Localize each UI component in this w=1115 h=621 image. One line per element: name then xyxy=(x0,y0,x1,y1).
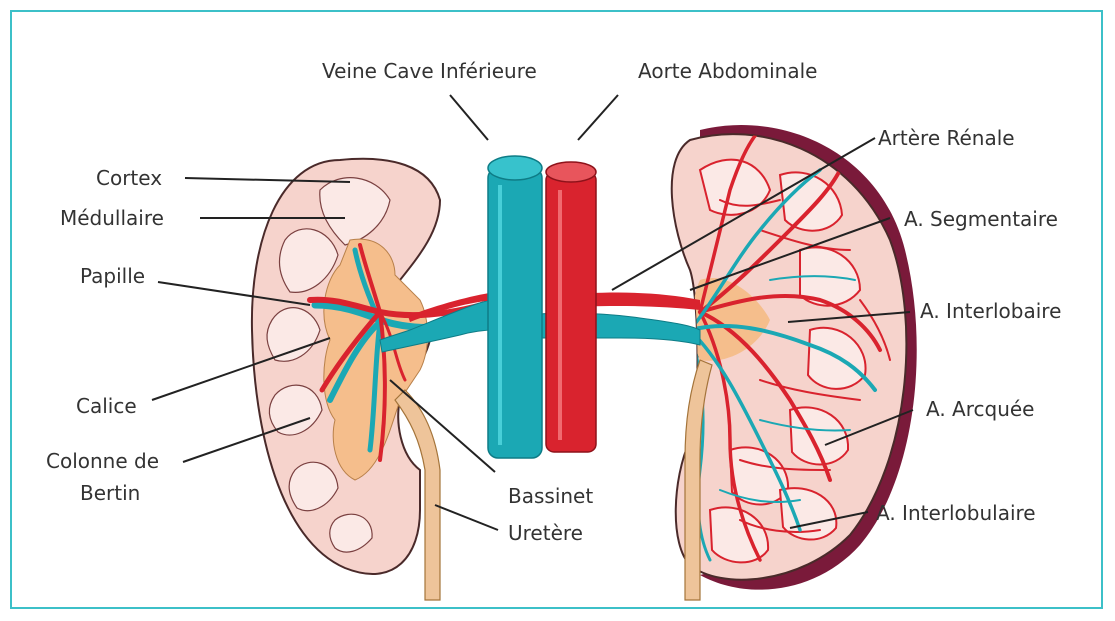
label-calice: Calice xyxy=(76,394,137,418)
label-a-interlobulaire: A. Interlobulaire xyxy=(876,501,1036,525)
left-kidney xyxy=(252,159,482,600)
label-veine-cave: Veine Cave Inférieure xyxy=(322,59,537,83)
leader-uretere xyxy=(435,505,498,530)
label-a-segmentaire: A. Segmentaire xyxy=(904,207,1058,231)
label-medullaire: Médullaire xyxy=(60,206,164,230)
label-a-arcquee: A. Arcquée xyxy=(926,397,1035,421)
label-bassinet: Bassinet xyxy=(508,484,593,508)
label-colonne-line1: Colonne de xyxy=(46,449,159,473)
label-a-interlobaire: A. Interlobaire xyxy=(920,299,1061,323)
leader-aorte xyxy=(578,95,618,140)
right-kidney xyxy=(672,125,917,600)
label-aorte: Aorte Abdominale xyxy=(638,59,817,83)
label-cortex: Cortex xyxy=(96,166,162,190)
inferior-vena-cava xyxy=(488,156,542,458)
label-papille: Papille xyxy=(80,264,145,288)
label-colonne-line2: Bertin xyxy=(80,481,140,505)
label-uretere: Uretère xyxy=(508,521,583,545)
label-artere-renale: Artère Rénale xyxy=(878,126,1015,150)
aorta xyxy=(546,162,596,452)
leader-veine-cave xyxy=(450,95,488,140)
